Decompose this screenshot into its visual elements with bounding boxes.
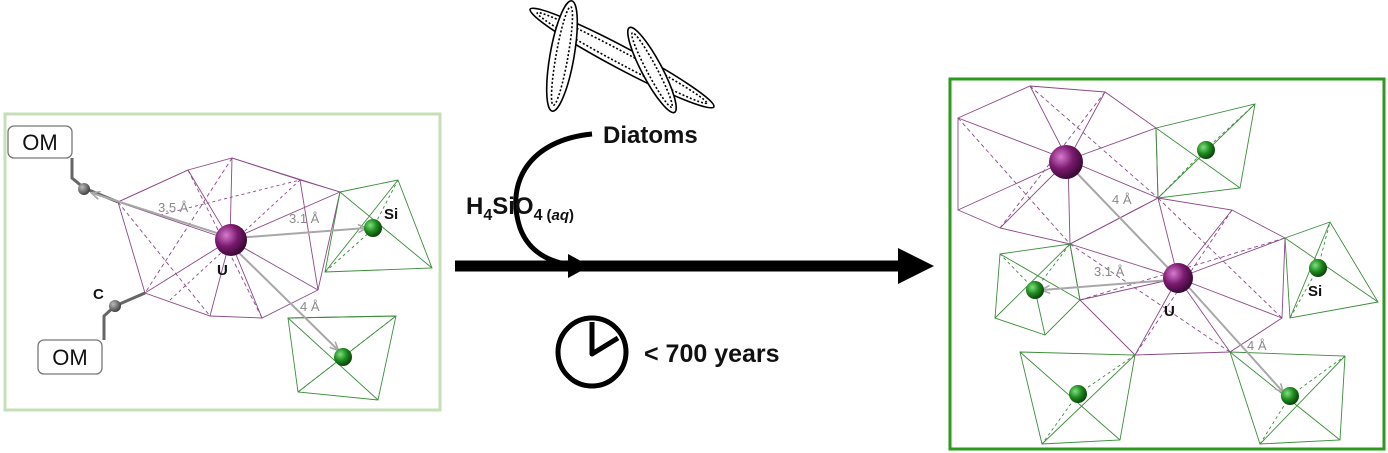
curve-arrow-head	[568, 254, 590, 278]
reagent-formula: H4SiO4(aq)	[466, 193, 574, 224]
right-dist-u-u: 4 Å	[1112, 192, 1132, 207]
right-dist-u-si-bottom: 4 Å	[1247, 338, 1267, 353]
right-panel-frame	[948, 77, 1386, 451]
silicon-atom-right-1	[1197, 141, 1215, 159]
om-label-top: OM	[22, 130, 57, 155]
silicon-atom-left-top	[364, 219, 382, 237]
carbon-label: C	[93, 286, 104, 303]
uranium-atom-right-center	[1163, 263, 1193, 293]
silicon-label-left: Si	[384, 206, 398, 223]
clock-icon	[555, 315, 629, 389]
om-label-bottom: OM	[52, 345, 87, 370]
right-dist-u-si: 3.1 Å	[1094, 264, 1125, 279]
silicon-atom-right-4	[1069, 385, 1087, 403]
time-label: < 700 years	[644, 340, 780, 368]
uranium-label-right: U	[1164, 303, 1175, 320]
left-panel-frame	[3, 112, 442, 412]
left-distance-arrows	[92, 193, 366, 350]
carbon-atom-bottom	[109, 300, 121, 312]
uranium-label-left: U	[217, 262, 228, 279]
diatoms-label: Diatoms	[603, 122, 698, 149]
uranium-atom-left	[215, 224, 247, 256]
silicon-atom-right-2	[1026, 281, 1044, 299]
silicon-label-right: Si	[1308, 283, 1322, 300]
silicon-atom-right-3	[1309, 259, 1327, 277]
main-reaction-arrow-head	[898, 248, 934, 284]
left-dist-u-si: 3.1 Å	[289, 211, 320, 226]
silicon-atom-left-bottom	[334, 348, 352, 366]
silicon-atom-right-5	[1281, 387, 1299, 405]
right-distance-arrows	[1042, 168, 1283, 392]
om-box-top	[7, 125, 73, 159]
left-dist-u-si-bottom: 4 Å	[300, 299, 320, 314]
left-dist-u-om: 3.5 Å	[158, 200, 189, 215]
uranium-atom-right-top	[1049, 145, 1083, 179]
diatom-icon	[529, 0, 715, 114]
left-u-polyhedron	[117, 157, 341, 319]
carbon-atom-top	[78, 183, 90, 195]
om-box-bottom	[37, 339, 103, 375]
